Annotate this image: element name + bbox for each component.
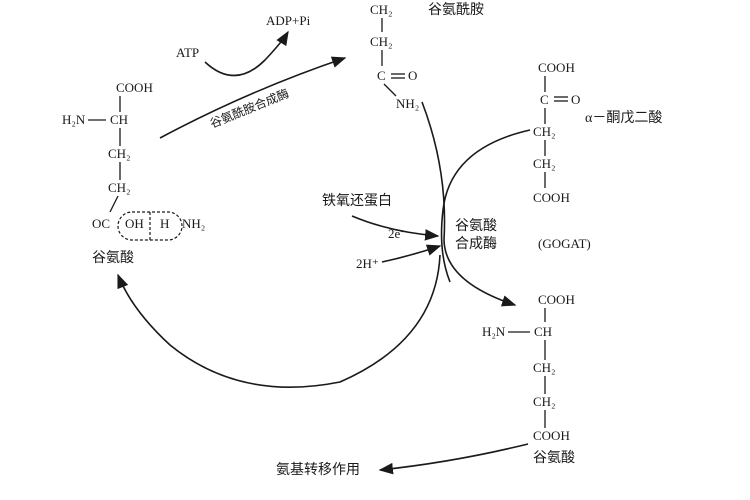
glutamate-right-ch: CH: [534, 324, 552, 339]
glutamate-left-oh: OH: [125, 216, 144, 231]
glutamate-left-structure: COOH H₂N CH CH₂ CH₂ OC OH H NH₂ 谷氨酸: [62, 80, 205, 266]
transamination-arrow: [378, 443, 529, 475]
alpha-ketoglutarate-structure: COOH C O CH₂ CH₂ COOH α－酮戊二酸: [533, 60, 662, 205]
glutamine-name: 谷氨酰胺: [428, 2, 484, 18]
gogat-name-line1: 谷氨酸: [455, 218, 497, 234]
glutamate-left-ch: CH: [110, 112, 128, 127]
atp-label: ATP: [176, 45, 199, 60]
glutamate-right-structure: COOH H₂N CH CH₂ CH₂ COOH 谷氨酸: [482, 292, 575, 466]
protons-label: 2H⁺: [356, 256, 379, 271]
glutamine-ch2: CH₂: [370, 34, 393, 49]
electron-input-arrow: [351, 215, 440, 241]
recycle-to-glutamate-arrow: [117, 254, 441, 388]
glutamate-to-glutamine-arrow: [159, 56, 347, 139]
ketoglutarate-cooh-bottom: COOH: [533, 190, 570, 205]
glutamate-right-cooh-bottom: COOH: [533, 428, 570, 443]
glutamine-nh2: NH₂: [396, 96, 419, 111]
ketoglutarate-ch2-a: CH₂: [533, 124, 556, 139]
glutamate-left-h2n: H₂N: [62, 112, 86, 127]
glutamate-right-name: 谷氨酸: [533, 450, 575, 466]
ketoglutarate-feed-curve: [440, 129, 531, 283]
glutamate-left-h: H: [160, 216, 169, 231]
gogat-abbr: (GOGAT): [538, 236, 591, 251]
glutamate-left-nh2: NH₂: [182, 216, 205, 231]
glutamine-ch2-top: CH₂: [370, 2, 393, 17]
adp-pi-label: ADP+Pi: [266, 13, 311, 28]
glutamine-c: C: [377, 68, 386, 83]
atp-to-adp-arrow: [204, 30, 289, 77]
ketoglutarate-ch2-b: CH₂: [533, 156, 556, 171]
ketoglutarate-c: C: [540, 92, 549, 107]
glutamate-left-oc: OC: [92, 216, 110, 231]
glutamate-left-cooh: COOH: [116, 80, 153, 95]
proton-input-arrow: [381, 244, 442, 263]
bond-line: [109, 195, 119, 213]
glutamine-to-glutamate-arrow: [421, 101, 517, 307]
gogat-name-line2: 合成酶: [455, 236, 497, 252]
ketoglutarate-name: α－酮戊二酸: [585, 110, 662, 126]
ketoglutarate-cooh-top: COOH: [538, 60, 575, 75]
ferredoxin-label: 铁氧还蛋白: [322, 193, 392, 209]
glutamate-right-ch2-b: CH₂: [533, 394, 556, 409]
glutamate-left-ch2-a: CH₂: [108, 146, 131, 161]
glutamate-right-ch2-a: CH₂: [533, 360, 556, 375]
glutamate-left-name: 谷氨酸: [92, 250, 134, 266]
glutamine-o: O: [408, 68, 417, 83]
glutamate-right-cooh-top: COOH: [538, 292, 575, 307]
ketoglutarate-o: O: [571, 92, 580, 107]
transamination-label: 氨基转移作用: [276, 461, 360, 478]
glutamate-right-h2n: H₂N: [482, 324, 506, 339]
glutamine-structure: CH₂ CH₂ C O NH₂ 谷氨酰胺: [370, 2, 484, 111]
bond-line: [383, 83, 397, 97]
glutamate-left-ch2-b: CH₂: [108, 180, 131, 195]
